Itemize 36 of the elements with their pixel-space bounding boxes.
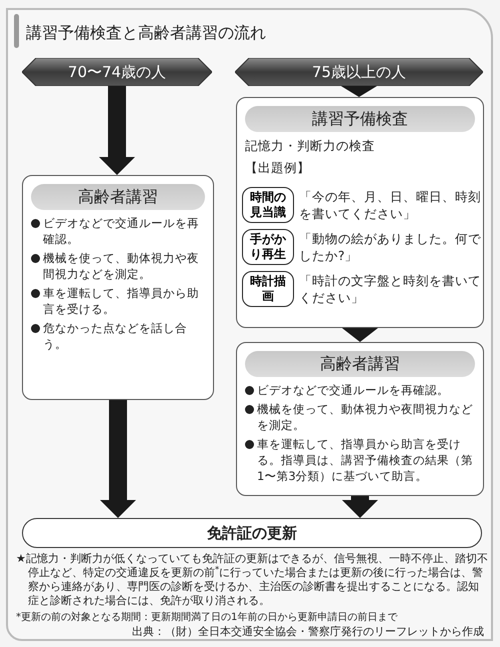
process-card (22, 175, 214, 400)
step-label: 免許証の更新 (207, 522, 297, 544)
example-question: 「今の年、月、日、曜日、時刻を書いてください」 (299, 188, 482, 222)
bullet-item: ビデオなどで交通ルールを再確認。 (257, 382, 449, 398)
category-tag (242, 229, 294, 265)
card-heading: 高齢者講習 (245, 351, 475, 377)
flow-arrow (99, 86, 135, 175)
flow-arrow (342, 496, 378, 518)
category-label: 時計描画 (250, 274, 286, 304)
process-card (236, 97, 484, 328)
example-question: 「動物の絵がありました。何でしたか?」 (299, 230, 482, 264)
flow-arrow (342, 328, 378, 342)
bullet-item: 機械を使って、動体視力や夜間視力などを測定。 (43, 250, 200, 282)
card-text: 【出題例】 (245, 160, 311, 176)
bullet-item: 危なかった点などを話し合う。 (43, 320, 188, 352)
diagram-title: 講習予備検査と高齢者講習の流れ (26, 22, 266, 44)
card-heading: 講習予備検査 (245, 106, 475, 132)
bullet-item: ビデオなどで交通ルールを再確認。 (43, 215, 200, 247)
flow-arrow (100, 400, 136, 518)
category-tag (242, 187, 294, 223)
bullet-item: 車を運転して、指導員から助言を受ける。指導員は、講習予備検査の結果（第1〜第3分類）に基づいて助言。 (257, 436, 474, 484)
banner-label: 75歳以上の人 (312, 64, 406, 80)
example-question: 「時計の文字盤と時刻を書いてください」 (299, 272, 482, 306)
card-heading: 高齢者講習 (31, 184, 205, 210)
bullet-item: 機械を使って、動体視力や夜間視力などを測定。 (257, 401, 474, 433)
banner-label: 70〜74歳の人 (68, 64, 166, 80)
process-card (236, 342, 484, 496)
bullet-item: 車を運転して、指導員から助言を受ける。 (43, 285, 200, 317)
footnote-text: *更新の前の対象となる期間：更新期間満了日の1年前の日から更新申請日の前日まで (16, 611, 398, 624)
footnote-text: ★記憶力・判断力が低くなっていても免許証の更新はできるが、信号無視、一時不停止、踏切不停止など、特定の交通違反を更新の前$^{*}$に行っていた場合または更新の後に行った場合は、警察から連絡があり、専門医の診断を受けるか、主治医の診断書を提出することになる。認知症と診断された場合には、免許が取り消される。 (16, 552, 488, 608)
category-label: 手がかり再生 (250, 232, 286, 262)
category-label: 時間の見当識 (250, 190, 286, 220)
flow-arrow (341, 86, 377, 97)
category-tag (242, 271, 294, 307)
source-text: 出典：（財）全日本交通安全協会・警察庁発行のリーフレットから作成 (132, 625, 484, 639)
card-text: 記憶力・判断力の検査 (245, 138, 376, 154)
